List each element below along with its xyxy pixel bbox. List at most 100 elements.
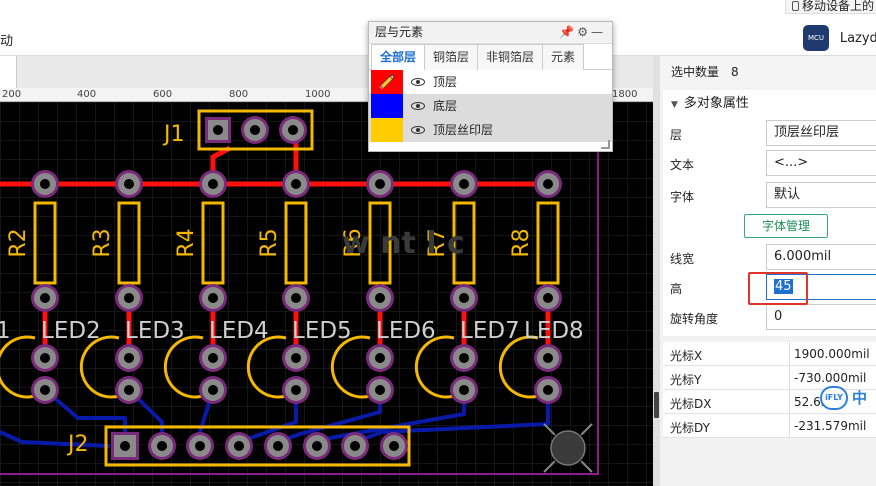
j1-pin-hole xyxy=(288,125,298,135)
cursor-label: 光标Y xyxy=(670,373,702,387)
resistor-outline xyxy=(201,201,225,285)
tab-all-layers[interactable]: 全部层 xyxy=(371,44,426,70)
pad-hole xyxy=(40,293,50,303)
j1-outline xyxy=(197,109,314,151)
resize-grip-icon[interactable] xyxy=(601,140,610,149)
font-select[interactable]: 默认 xyxy=(766,182,876,208)
layer-name: 底层 xyxy=(433,99,458,113)
highlight-annotation-box xyxy=(748,272,808,305)
tab-elements[interactable]: 元素 xyxy=(542,44,585,70)
collapse-handle[interactable] xyxy=(654,392,659,418)
prop-label: 旋转角度 xyxy=(670,312,719,326)
mounting-hole-mark xyxy=(580,460,593,473)
ifly-logo[interactable]: iFLY xyxy=(820,386,848,410)
top-bar: 移动设备上的 xyxy=(0,0,876,20)
cursor-row-dy: 光标DY -231.579mil xyxy=(663,414,876,438)
eye-icon[interactable] xyxy=(411,78,425,86)
pin-icon[interactable]: 📌 xyxy=(559,25,578,39)
section-title: 多对象属性 xyxy=(683,96,749,111)
prop-label: 文本 xyxy=(670,158,695,172)
resistor-label: R7 xyxy=(425,228,450,257)
mounting-hole-mark xyxy=(543,423,556,436)
rotation-input[interactable]: 0 xyxy=(766,304,876,330)
led-label: LED7 xyxy=(460,318,520,344)
j1-pin1-hole xyxy=(213,125,223,135)
line-width-input[interactable]: 6.000mil xyxy=(766,244,876,270)
selection-count-value: 8 xyxy=(731,65,739,79)
resistor-outline xyxy=(117,201,141,285)
document-tab[interactable] xyxy=(0,56,17,88)
pad-hole xyxy=(291,179,301,189)
led-outline xyxy=(79,335,120,399)
j2-pin1-hole xyxy=(120,441,130,451)
j2-pin-hole xyxy=(350,441,360,451)
ruler-tick-label: 600 xyxy=(153,89,173,100)
resistor-outline xyxy=(452,201,476,285)
user-name[interactable]: Lazydu xyxy=(839,30,876,46)
ruler-tick-label: 1800 xyxy=(612,89,638,100)
prop-label: 字体 xyxy=(670,190,695,204)
resistor-outline xyxy=(368,201,392,285)
ifly-widget[interactable]: iFLY 中 xyxy=(820,386,876,410)
cursor-label: 光标DY xyxy=(670,421,710,435)
layer-row-top[interactable]: 顶层 xyxy=(369,70,612,94)
ruler-tick-label: 200 xyxy=(2,89,22,100)
layer-name: 顶层 xyxy=(433,75,458,89)
tab-copper-layers[interactable]: 铜箔层 xyxy=(424,44,479,70)
cursor-row-dx: 光标DX 52.63 xyxy=(663,390,876,414)
properties-body: 层 顶层丝印层 文本 <...> 字体 默认 字体管理 线宽 6.000mil … xyxy=(663,118,876,336)
height-input[interactable]: 45 xyxy=(766,274,876,300)
layer-row-top-silkscreen[interactable]: 顶层丝印层 xyxy=(369,118,612,142)
minimize-icon[interactable]: — xyxy=(591,25,606,39)
pad-hole xyxy=(543,293,553,303)
led-outline xyxy=(330,335,371,399)
user-area[interactable]: MCU Lazydu xyxy=(803,25,876,51)
eye-icon[interactable] xyxy=(411,102,425,110)
resistor-label: R6 xyxy=(341,228,366,257)
text-input[interactable]: <...> xyxy=(766,150,876,176)
height-value-selected: 45 xyxy=(774,279,793,294)
pad-hole xyxy=(124,385,134,395)
layer-name: 顶层丝印层 xyxy=(433,123,494,137)
mobile-link[interactable]: 移动设备上的 xyxy=(784,0,876,14)
tab-non-copper-layers[interactable]: 非铜箔层 xyxy=(477,44,544,70)
resistor-outline xyxy=(33,201,57,285)
layers-panel-title: 层与元素 📌⚙— xyxy=(369,22,612,44)
pad-hole xyxy=(375,293,385,303)
prop-label: 高 xyxy=(670,282,683,296)
prop-row-line-width: 线宽 6.000mil xyxy=(663,244,876,272)
eye-icon[interactable] xyxy=(411,126,425,134)
led-outline xyxy=(163,335,204,399)
prop-row-text: 文本 <...> xyxy=(663,150,876,178)
resistor-label: R5 xyxy=(257,228,282,257)
gear-icon[interactable]: ⚙ xyxy=(577,25,591,39)
layer-color-swatch[interactable] xyxy=(371,118,403,142)
mounting-hole xyxy=(550,430,586,466)
font-manager-button[interactable]: 字体管理 xyxy=(744,214,828,238)
panel-divider[interactable] xyxy=(653,56,660,486)
prop-label: 线宽 xyxy=(670,252,695,266)
led-outline xyxy=(246,335,287,399)
pad-hole xyxy=(375,353,385,363)
menu-item-fragment[interactable]: 动 xyxy=(0,34,14,49)
pad-hole xyxy=(208,353,218,363)
led-label: 1 xyxy=(0,318,11,344)
mounting-hole-mark xyxy=(543,460,556,473)
avatar[interactable]: MCU xyxy=(803,25,829,51)
layers-panel: 层与元素 📌⚙— 全部层 铜箔层 非铜箔层 元素 顶层 底层 顶层丝印层 xyxy=(368,21,613,152)
pad-hole xyxy=(291,385,301,395)
layer-color-swatch[interactable] xyxy=(371,94,403,118)
led-label: LED6 xyxy=(376,318,436,344)
j2-pin-hole xyxy=(195,441,205,451)
layer-row-bottom[interactable]: 底层 xyxy=(369,94,612,118)
pad-hole xyxy=(375,179,385,189)
j1-pin-hole xyxy=(250,125,260,135)
collapse-arrow-icon[interactable]: ▼ xyxy=(671,100,678,110)
multi-object-section-header[interactable]: ▼ 多对象属性 xyxy=(663,90,876,118)
layer-select[interactable]: 顶层丝印层 xyxy=(766,120,876,146)
layer-color-swatch[interactable] xyxy=(371,70,403,94)
cursor-value: -231.579mil xyxy=(789,414,866,438)
